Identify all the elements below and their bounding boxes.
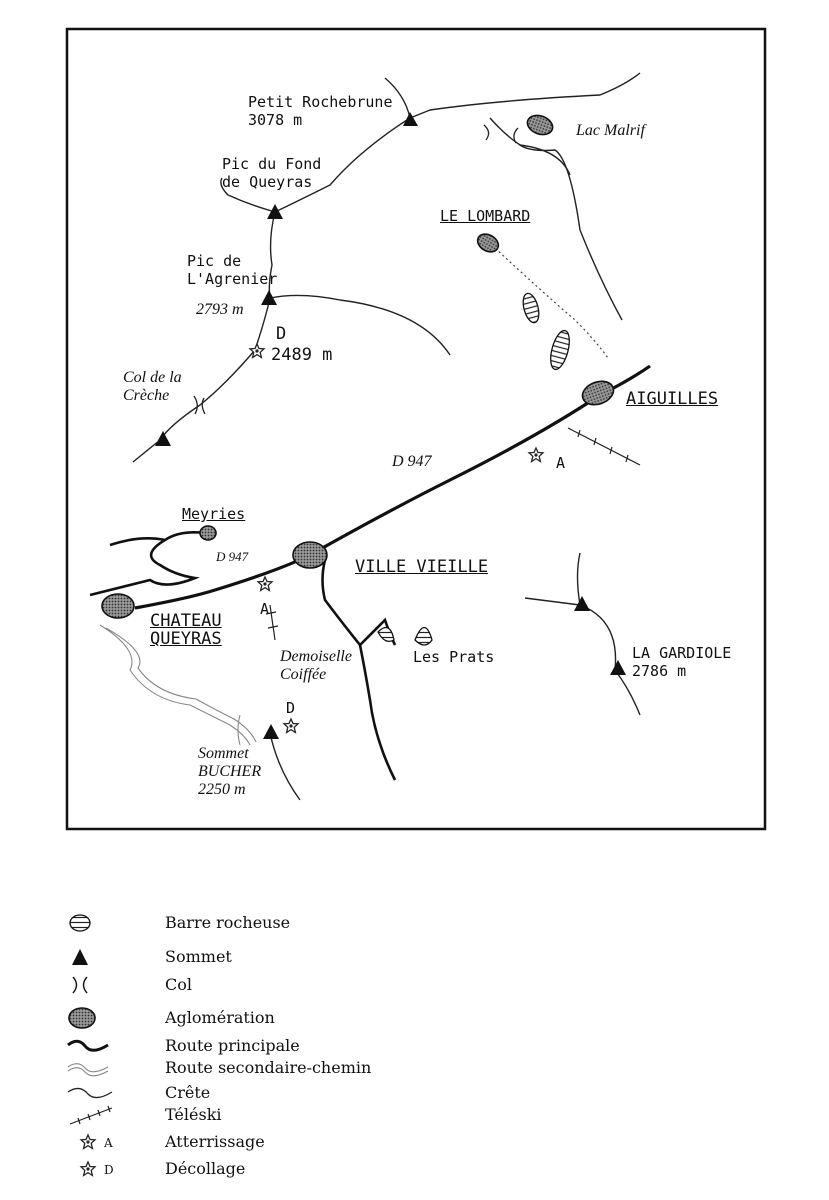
label-chateau-queyras: CHATEAU QUEYRAS [150,611,222,649]
label-takeoff-d-1: D [276,324,287,344]
legend-label-sommet: Sommet [165,947,232,966]
decollage-marker: D [104,1163,114,1177]
map-frame [65,27,767,831]
atterrissage-marker: A [103,1136,113,1150]
atterrissage-icon: A [79,1133,113,1150]
crete-icon [67,1087,113,1099]
villages [101,114,615,619]
map: Petit Rochebrune 3078 m Lac Malrif Pic d… [65,27,767,831]
label-demoiselle-coiffee: Demoiselle Coiffée [280,648,352,683]
label-takeoff-altitude: 2489 m [271,345,333,365]
barre-rocheuse-icon [69,914,91,932]
label-takeoff-d-2: D [286,699,296,717]
legend-label-route-principale: Route principale [165,1036,300,1055]
rock-bars [377,292,570,646]
label-le-lombard: LE LOMBARD [440,207,531,225]
label-landing-a-2: A [260,600,270,618]
label-pic-fond-queyras: Pic du Fond de Queyras [222,155,322,191]
route-secondaire-icon [67,1063,109,1077]
label-pic-agrenier: Pic de L'Agrenier [187,252,278,288]
legend-label-crete: Crête [165,1083,211,1102]
legend-label-atterrissage: Atterrissage [165,1132,265,1151]
legend-row-barre-rocheuse: Barre rocheuse [60,910,560,936]
label-les-prats: Les Prats [413,648,495,666]
sommet-icon [72,949,88,965]
legend-row-atterrissage: A Atterrissage [60,1129,560,1155]
decollage-icon: D [79,1160,114,1177]
legend-row-route-secondaire: Route secondaire-chemin [60,1055,560,1081]
col-symbols [193,124,519,415]
legend-label-decollage: Décollage [165,1159,246,1178]
legend-row-crete: Crête [60,1080,560,1106]
legend-row-col: Col [60,972,560,998]
takeoff-star-1 [249,343,265,359]
label-sommet-bucher: Sommet BUCHER 2250 m [198,745,262,798]
legend-label-route-secondaire: Route secondaire-chemin [165,1058,372,1077]
legend-row-route-principale: Route principale [60,1033,560,1059]
label-d947-small: D 947 [216,549,249,564]
trails-secondary [99,624,257,746]
teleski-icon [69,1105,113,1125]
ski-lifts [265,427,641,641]
label-landing-a-1: A [556,454,566,472]
landing-star-1 [528,447,544,463]
ridges [132,72,641,801]
map-canvas [65,27,767,831]
label-agrenier-altitude: 2793 m [196,301,244,318]
legend-label-barre-rocheuse: Barre rocheuse [165,913,291,932]
legend-label-col: Col [165,975,192,994]
legend-row-sommet: Sommet [60,944,560,970]
legend-row-agglomeration: Aglomération [60,1005,560,1031]
agglomeration-icon [68,1007,96,1029]
label-aiguilles: AIGUILLES [626,389,719,409]
label-lac-malrif: Lac Malrif [576,122,645,139]
takeoff-star-2 [283,718,299,734]
label-meyries: Meyries [182,505,246,523]
legend-label-agglomeration: Aglomération [165,1008,275,1027]
label-ville-vieille: VILLE VIEILLE [355,557,489,577]
col-icon [72,976,88,994]
label-petit-rochebrune: Petit Rochebrune 3078 m [248,93,393,129]
label-col-creche: Col de la Crèche [123,369,182,404]
label-la-gardiole: LA GARDIOLE 2786 m [632,644,732,680]
route-principale-icon [67,1039,109,1052]
summits [155,112,626,739]
trail [494,247,609,359]
landing-star-2 [257,576,273,592]
legend-row-decollage: D Décollage [60,1156,560,1182]
legend-row-teleski: Téléski [60,1102,560,1128]
label-d947-main: D 947 [392,453,432,470]
legend-label-teleski: Téléski [165,1105,222,1124]
